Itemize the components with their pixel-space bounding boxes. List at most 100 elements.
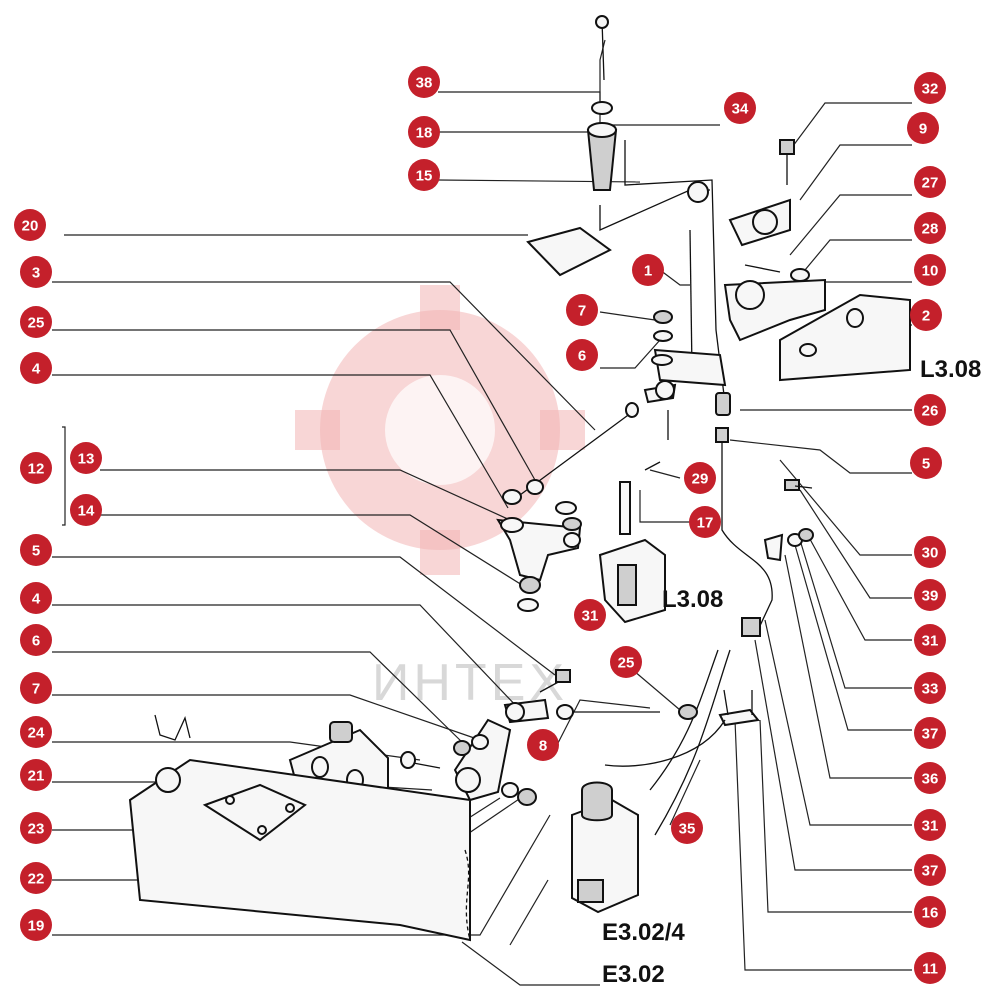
callout-number: 31: [922, 818, 939, 835]
callout-31: 31: [914, 809, 946, 841]
callout-15: 15: [408, 159, 440, 191]
callout-circle: [914, 212, 946, 244]
callout-circle: [914, 952, 946, 984]
callout-number: 31: [922, 633, 939, 650]
callout-6: 6: [566, 339, 598, 371]
callout-number: 39: [922, 588, 939, 605]
callout-circle: [914, 896, 946, 928]
callout-circle: [566, 339, 598, 371]
callout-8: 8: [527, 729, 559, 761]
callout-number: 7: [32, 681, 40, 698]
callout-22: 22: [20, 862, 52, 894]
callout-markers: 3818152032541213145467242123221934176291…: [14, 66, 946, 984]
callout-31: 31: [574, 599, 606, 631]
callout-circle: [671, 812, 703, 844]
callout-circle: [527, 729, 559, 761]
callout-circle: [914, 166, 946, 198]
callout-number: 10: [922, 263, 939, 280]
callout-number: 3: [32, 265, 40, 282]
ref-label-e3024: E3.02/4: [602, 919, 685, 946]
callout-number: 33: [922, 681, 939, 698]
callout-number: 26: [922, 403, 939, 420]
callout-circle: [914, 717, 946, 749]
callout-number: 21: [28, 768, 45, 785]
callout-7: 7: [20, 672, 52, 704]
callout-number: 36: [922, 771, 939, 788]
callout-circle: [20, 256, 52, 288]
callout-39: 39: [914, 579, 946, 611]
callout-1: 1: [632, 254, 664, 286]
callout-circle: [20, 716, 52, 748]
callout-circle: [20, 534, 52, 566]
callout-circle: [20, 909, 52, 941]
callout-number: 12: [28, 461, 45, 478]
callout-number: 35: [679, 821, 696, 838]
callout-38: 38: [408, 66, 440, 98]
callout-19: 19: [20, 909, 52, 941]
callout-5: 5: [20, 534, 52, 566]
callout-circle: [14, 209, 46, 241]
callout-9: 9: [907, 112, 939, 144]
callout-number: 11: [922, 961, 938, 978]
callout-circle: [724, 92, 756, 124]
callout-circle: [408, 66, 440, 98]
callout-number: 16: [922, 905, 939, 922]
callout-21: 21: [20, 759, 52, 791]
callout-7: 7: [566, 294, 598, 326]
callout-circle: [632, 254, 664, 286]
callout-6: 6: [20, 624, 52, 656]
callout-circle: [610, 646, 642, 678]
callout-number: 25: [618, 655, 635, 672]
callout-number: 13: [78, 451, 95, 468]
callout-number: 15: [416, 168, 433, 185]
callout-number: 23: [28, 821, 45, 838]
callout-number: 18: [416, 125, 433, 142]
callout-33: 33: [914, 672, 946, 704]
callout-36: 36: [914, 762, 946, 794]
callout-20: 20: [14, 209, 46, 241]
callout-circle: [914, 762, 946, 794]
callout-circle: [20, 306, 52, 338]
callout-37: 37: [914, 717, 946, 749]
callout-circle: [914, 579, 946, 611]
callout-10: 10: [914, 254, 946, 286]
callout-16: 16: [914, 896, 946, 928]
callout-number: 30: [922, 545, 939, 562]
callout-circle: [914, 254, 946, 286]
callout-circle: [914, 72, 946, 104]
callout-number: 38: [416, 75, 433, 92]
callout-number: 4: [32, 591, 41, 608]
callout-number: 4: [32, 361, 41, 378]
watermark-logo: ИНТЕХ: [295, 285, 585, 712]
callout-23: 23: [20, 812, 52, 844]
callout-number: 22: [28, 871, 45, 888]
callout-number: 34: [732, 101, 749, 118]
callout-14: 14: [70, 494, 102, 526]
callout-circle: [20, 812, 52, 844]
callout-number: 28: [922, 221, 939, 238]
callout-circle: [689, 506, 721, 538]
callout-number: 29: [692, 471, 709, 488]
callout-number: 20: [22, 218, 39, 235]
callout-number: 31: [582, 608, 599, 625]
ref-label-l308-center: L3.08: [662, 586, 723, 613]
callout-number: 5: [922, 456, 930, 473]
callout-number: 6: [32, 633, 40, 650]
callout-number: 17: [697, 515, 714, 532]
callout-circle: [914, 624, 946, 656]
callout-circle: [907, 112, 939, 144]
callout-4: 4: [20, 352, 52, 384]
callout-circle: [20, 624, 52, 656]
callout-3: 3: [20, 256, 52, 288]
callout-34: 34: [724, 92, 756, 124]
callout-number: 8: [539, 738, 547, 755]
callout-number: 2: [922, 308, 930, 325]
callout-25: 25: [610, 646, 642, 678]
callout-number: 32: [922, 81, 939, 98]
callout-number: 14: [78, 503, 95, 520]
parts: [128, 15, 911, 942]
reference-labels: L3.08 L3.08 E3.02/4 E3.02: [602, 356, 981, 988]
callout-4: 4: [20, 582, 52, 614]
callout-circle: [70, 494, 102, 526]
